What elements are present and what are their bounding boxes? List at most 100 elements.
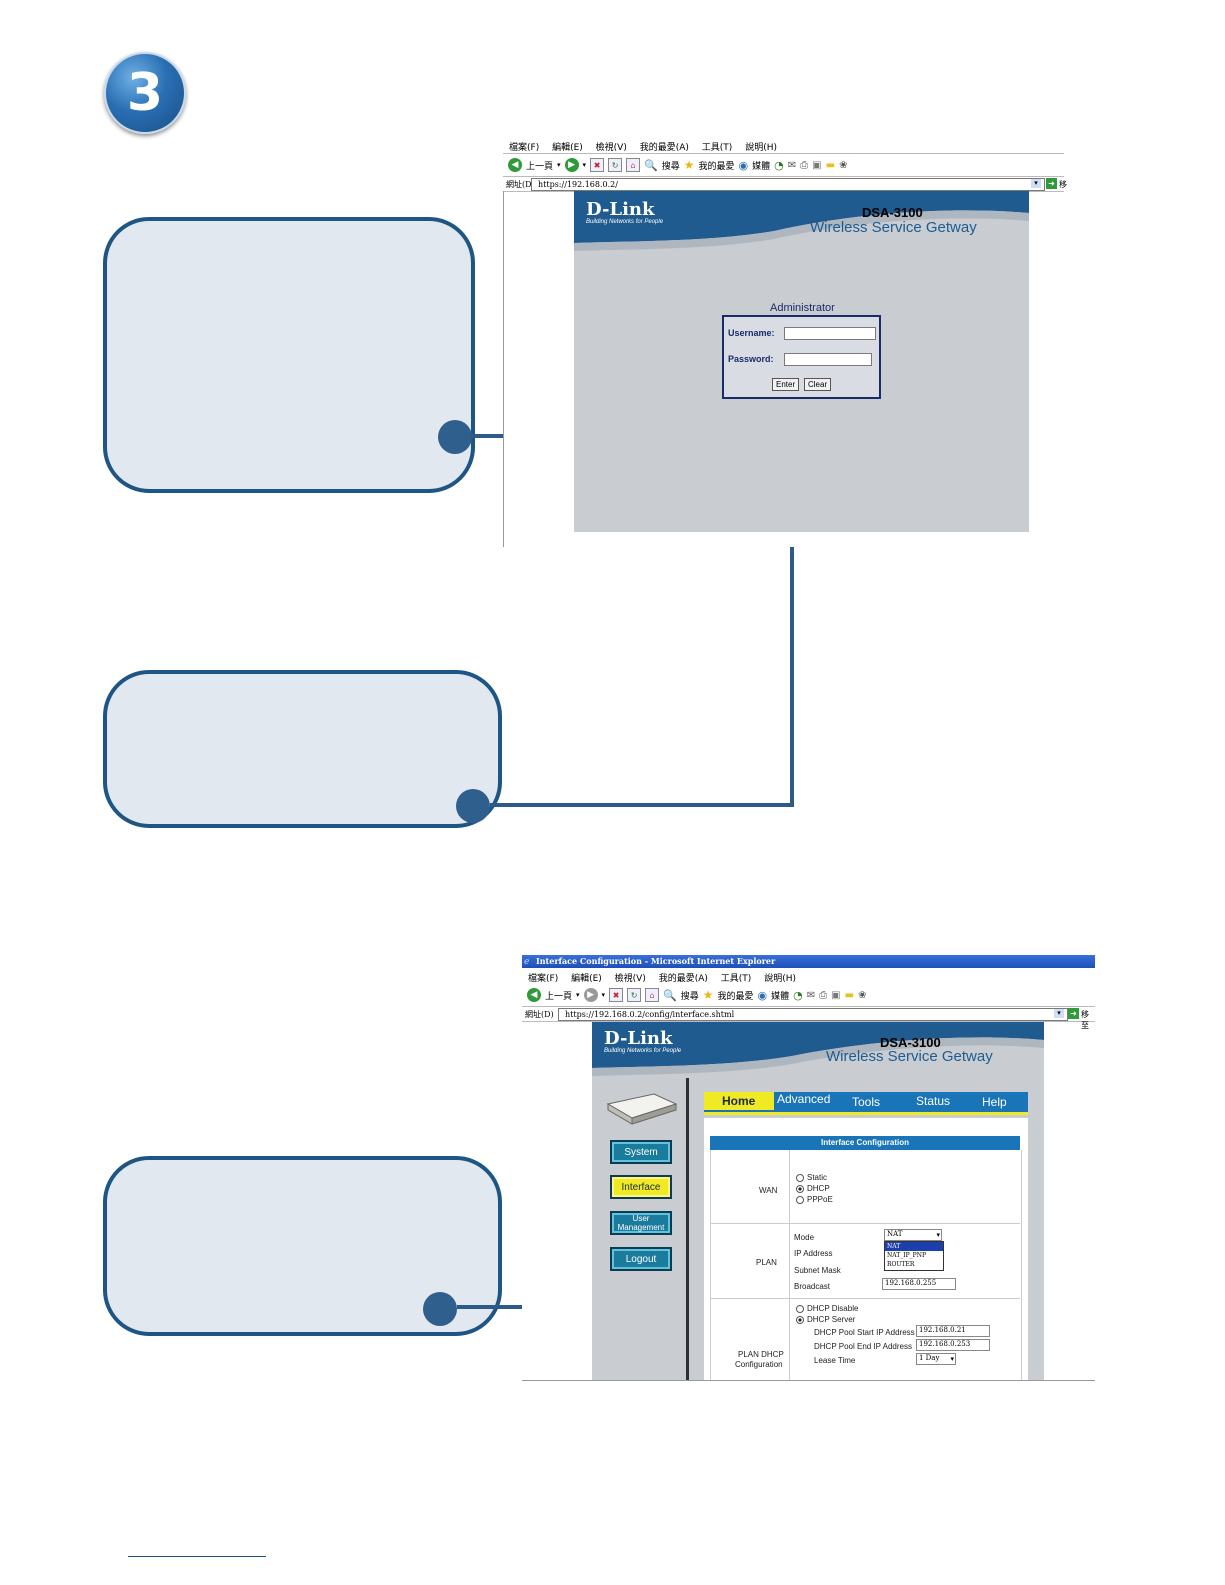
menu-favorites[interactable]: 我的最愛(A) [658, 974, 708, 984]
pool-start-input[interactable]: 192.168.0.21 [916, 1325, 990, 1337]
dhcp-server-option[interactable]: DHCP Server [796, 1315, 855, 1324]
stop-icon[interactable]: ✖ [590, 158, 605, 172]
messenger-icon[interactable]: ❀ [839, 159, 848, 171]
broadcast-input[interactable]: 192.168.0.255 [882, 1278, 956, 1290]
menu-help[interactable]: 說明(H) [745, 143, 777, 153]
menu-file[interactable]: 檔案(F) [528, 974, 559, 984]
step-number-badge: 3 [104, 52, 186, 134]
forward-icon[interactable]: ▶ [564, 158, 579, 172]
folder-icon[interactable]: ▬ [844, 989, 855, 1001]
edit-icon[interactable]: ▣ [812, 159, 822, 171]
header-wave-2 [592, 1022, 1044, 1076]
tab-advanced[interactable]: Advanced [777, 1092, 831, 1106]
arrow-to-login-panel [490, 440, 794, 807]
home-icon[interactable]: ⌂ [626, 158, 641, 172]
search-icon[interactable]: 🔍 [663, 988, 677, 1002]
url-text: https://192.168.0.2/ [538, 180, 618, 189]
password-label: Password: [728, 354, 774, 364]
menu-help[interactable]: 說明(H) [764, 974, 796, 984]
go-arrow-icon[interactable]: ➜ [1046, 178, 1057, 189]
history-icon[interactable]: ◔ [774, 158, 784, 172]
dropdown-arrow-icon[interactable]: ▾ [1054, 1009, 1064, 1018]
mode-dropdown-list[interactable]: NAT NAT_IP_PNP ROUTER [884, 1241, 944, 1271]
mode-option-router[interactable]: ROUTER [887, 1261, 915, 1268]
user-management-button[interactable]: User Management [610, 1211, 672, 1235]
media-icon[interactable]: ◉ [738, 158, 749, 172]
tab-help[interactable]: Help [982, 1095, 1007, 1109]
enter-button[interactable]: Enter [772, 378, 800, 391]
favorites-star-icon[interactable]: ★ [683, 158, 695, 172]
search-label[interactable]: 搜尋 [661, 161, 680, 172]
home-icon[interactable]: ⌂ [645, 988, 660, 1002]
wan-option-static[interactable]: Static [796, 1173, 827, 1182]
edit-icon[interactable]: ▣ [831, 989, 841, 1001]
menu-view[interactable]: 檢視(V) [614, 974, 646, 984]
tab-home[interactable]: Home [704, 1092, 774, 1110]
product-name: Wireless Service Getway [810, 219, 977, 236]
dhcp-config-label-1: PLAN DHCP [738, 1350, 784, 1359]
back-icon[interactable]: ◀ [527, 988, 541, 1002]
refresh-icon[interactable]: ↻ [627, 988, 642, 1002]
browser-toolbar: ◀ 上一頁 ▾ ▶ ▾ ✖ ↻ ⌂ 🔍 搜尋 ★ 我的最愛 ◉ 媒體 ◔ ✉ ⎙… [508, 156, 1060, 174]
login-panel: Username: Password: Enter Clear [722, 315, 881, 399]
lease-time-select[interactable]: 1 Day ▾ [916, 1353, 956, 1365]
dhcp-disable-option[interactable]: DHCP Disable [796, 1304, 858, 1313]
password-input[interactable] [784, 353, 872, 366]
favorites-star-icon[interactable]: ★ [702, 988, 714, 1002]
go-label[interactable]: 移至 [1081, 1010, 1089, 1030]
go-label[interactable]: 移 [1059, 180, 1067, 189]
menu-bar-2: 檔案(F) 編輯(E) 檢視(V) 我的最愛(A) 工具(T) 說明(H) [528, 971, 1088, 984]
media-label[interactable]: 媒體 [752, 161, 771, 172]
mode-select[interactable]: NAT ▾ [884, 1229, 942, 1241]
menu-edit[interactable]: 編輯(E) [552, 143, 583, 153]
refresh-icon[interactable]: ↻ [608, 158, 623, 172]
mail-icon[interactable]: ✉ [787, 159, 797, 171]
clear-button[interactable]: Clear [804, 378, 832, 391]
mode-option-nat-ip-pnp[interactable]: NAT_IP_PNP [887, 1252, 926, 1259]
system-button[interactable]: System [610, 1140, 672, 1164]
menu-file[interactable]: 檔案(F) [509, 143, 540, 153]
menu-tools[interactable]: 工具(T) [720, 974, 752, 984]
favorites-label[interactable]: 我的最愛 [698, 161, 735, 172]
menu-view[interactable]: 檢視(V) [595, 143, 627, 153]
menu-tools[interactable]: 工具(T) [701, 143, 733, 153]
subnet-mask-label: Subnet Mask [794, 1266, 841, 1275]
back-label[interactable]: 上一頁 [526, 161, 554, 172]
address-input[interactable]: https://192.168.0.2/config/interface.sht… [558, 1008, 1068, 1021]
back-icon[interactable]: ◀ [508, 158, 522, 172]
username-label: Username: [728, 328, 775, 338]
login-page: D-Link Building Networks for People DSA-… [574, 191, 1029, 532]
wan-option-dhcp[interactable]: DHCP [796, 1184, 830, 1193]
username-input[interactable] [784, 327, 876, 340]
media-icon[interactable]: ◉ [757, 988, 768, 1002]
interface-button[interactable]: Interface [610, 1175, 672, 1199]
history-icon[interactable]: ◔ [793, 988, 803, 1002]
tab-status[interactable]: Status [916, 1094, 951, 1108]
messenger-icon[interactable]: ❀ [858, 989, 867, 1001]
print-icon[interactable]: ⎙ [800, 159, 809, 171]
menu-bar: 檔案(F) 編輯(E) 檢視(V) 我的最愛(A) 工具(T) 說明(H) [509, 140, 1059, 153]
go-arrow-icon[interactable]: ➜ [1068, 1008, 1079, 1019]
wan-option-pppoe[interactable]: PPPoE [796, 1195, 833, 1204]
tab-tools[interactable]: Tools [852, 1095, 881, 1109]
pool-end-input[interactable]: 192.168.0.253 [916, 1339, 990, 1351]
dropdown-arrow-icon[interactable]: ▾ [1031, 179, 1041, 188]
logout-button[interactable]: Logout [610, 1247, 672, 1271]
media-label[interactable]: 媒體 [771, 991, 790, 1002]
mode-option-nat[interactable]: NAT [885, 1242, 943, 1251]
stop-icon[interactable]: ✖ [609, 988, 624, 1002]
search-icon[interactable]: 🔍 [644, 158, 658, 172]
search-label[interactable]: 搜尋 [680, 991, 699, 1002]
favorites-label[interactable]: 我的最愛 [717, 991, 754, 1002]
url-text: https://192.168.0.2/config/interface.sht… [565, 1010, 735, 1019]
broadcast-label: Broadcast [794, 1282, 831, 1291]
print-icon[interactable]: ⎙ [819, 989, 828, 1001]
back-label[interactable]: 上一頁 [545, 991, 573, 1002]
folder-icon[interactable]: ▬ [825, 159, 836, 171]
dhcp-config-label-2: Configuration [735, 1360, 783, 1369]
menu-favorites[interactable]: 我的最愛(A) [639, 143, 689, 153]
mail-icon[interactable]: ✉ [806, 989, 816, 1001]
forward-icon[interactable]: ▶ [583, 988, 598, 1002]
menu-edit[interactable]: 編輯(E) [571, 974, 602, 984]
address-input[interactable]: https://192.168.0.2/ [531, 178, 1045, 191]
